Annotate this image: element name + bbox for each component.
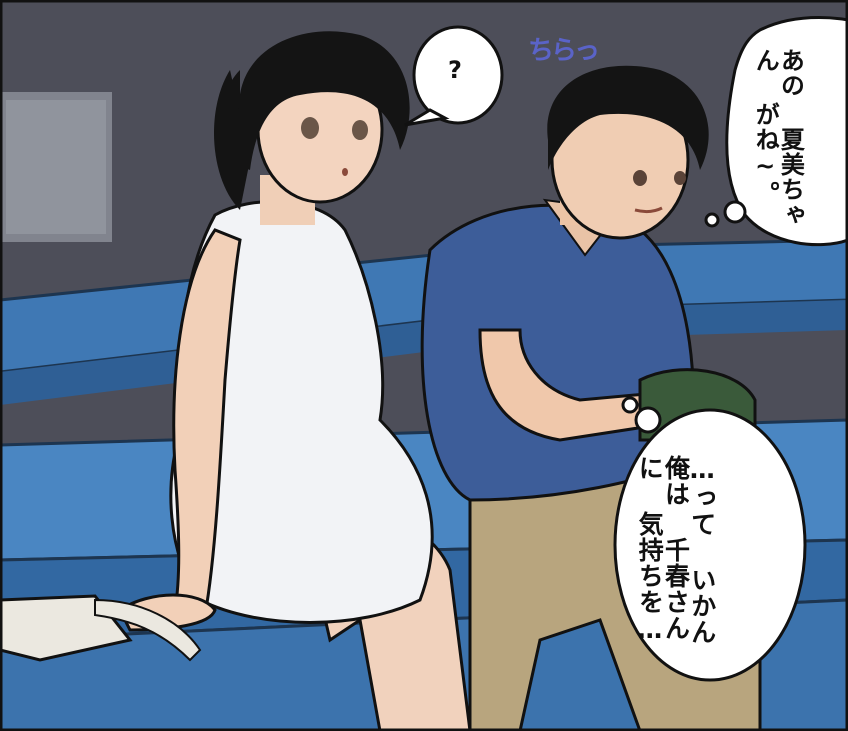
thought-bottom-line-4: 気持ちを… [635,511,665,645]
thought-bottom-line-1: …って [687,455,717,537]
question-bubble [412,25,504,125]
thought-bubble-bottom [613,408,807,682]
question-mark-text: ? [448,56,462,84]
thought-bottom-line-3: 千春さんに [635,455,691,641]
thought-text-bottom: …って いかん俺は 千春さんに 気持ちを… [635,455,717,655]
thought-bottom-line-2: いかん俺は [661,455,717,645]
man-hair [547,65,709,170]
thought-top-line-3: がね~。 [751,102,780,206]
thought-top-line-2: 夏美ちゃん [751,48,805,227]
glance-sfx: ちらっ [528,36,600,66]
thought-text-top: あの 夏美ちゃん がね~。 [751,48,805,238]
woman-hair [221,31,410,170]
thought-top-line-1: あの [776,48,805,98]
